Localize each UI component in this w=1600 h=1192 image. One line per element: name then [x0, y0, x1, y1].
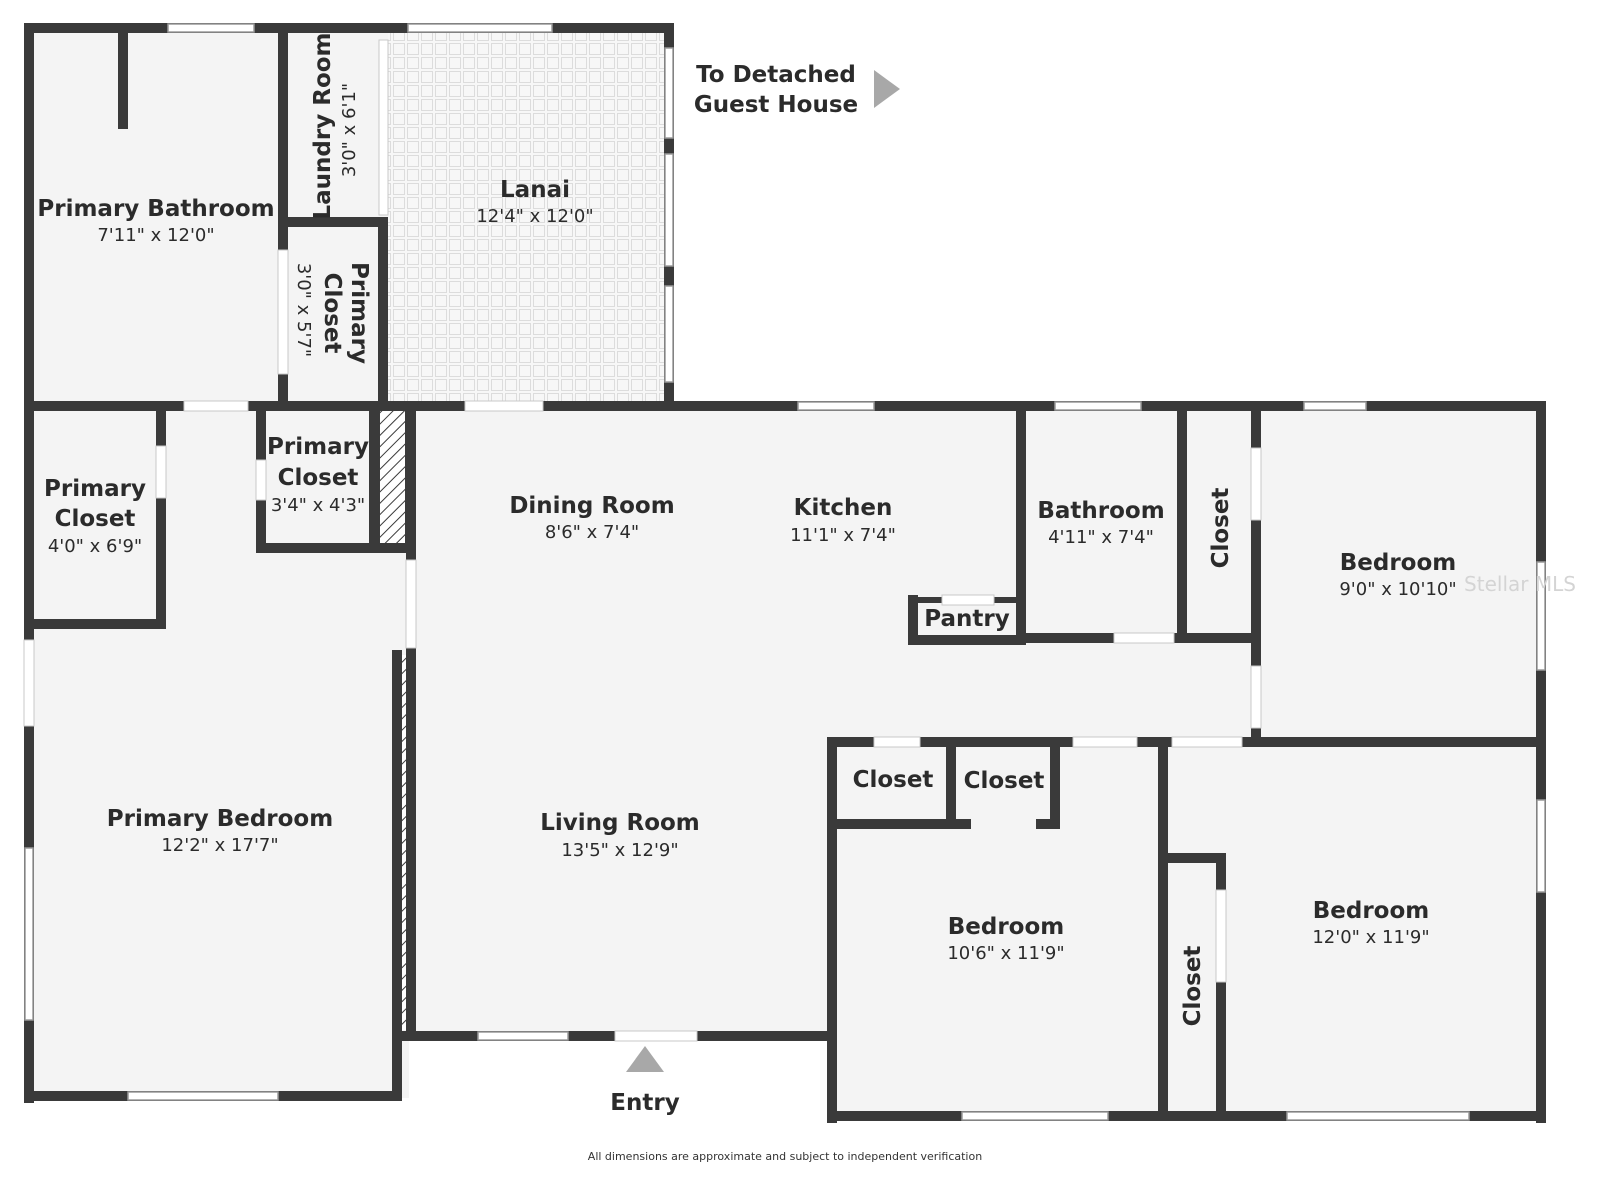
- room-name-kitchen: Kitchen: [794, 495, 893, 521]
- room-dims-primary-closet-left: 4'0" x 6'9": [48, 536, 142, 557]
- labels: Primary Bathroom 7'11" x 12'0" Laundry R…: [37, 32, 1576, 1163]
- guest-house-label-line2: Guest House: [694, 92, 858, 118]
- room-name-bedroom-sw: Bedroom: [948, 914, 1065, 940]
- room-name-bedroom-ne: Bedroom: [1340, 550, 1457, 576]
- arrow-up-icon: [626, 1046, 664, 1072]
- room-name-primary-closet-mid-2: Closet: [278, 465, 359, 491]
- lanai-tile-floor: [388, 32, 668, 404]
- room-name-primary-closet-left-2: Closet: [55, 506, 136, 532]
- room-name-primary-closet-left-1: Primary: [44, 476, 146, 502]
- entry-label: Entry: [610, 1090, 679, 1116]
- room-dims-kitchen: 11'1" x 7'4": [790, 525, 896, 546]
- floor-areas: [29, 30, 1541, 1118]
- windows: [24, 23, 1546, 1121]
- room-name-primary-closet-upper-1: Primary: [346, 262, 372, 364]
- room-name-dining-room: Dining Room: [509, 493, 674, 519]
- room-name-bathroom: Bathroom: [1037, 498, 1164, 524]
- room-name-primary-bedroom: Primary Bedroom: [107, 806, 333, 832]
- room-dims-primary-bedroom: 12'2" x 17'7": [161, 835, 278, 856]
- room-name-lanai: Lanai: [500, 177, 570, 203]
- room-dims-lanai: 12'4" x 12'0": [476, 206, 593, 227]
- room-name-closet-c: Closet: [1180, 946, 1206, 1027]
- room-name-closet-hall: Closet: [1208, 488, 1234, 569]
- room-dims-primary-closet-upper: 3'0" x 5'7": [293, 263, 314, 357]
- guest-house-label-line1: To Detached: [696, 62, 856, 88]
- room-dims-dining-room: 8'6" x 7'4": [545, 522, 639, 543]
- room-dims-bathroom: 4'11" x 7'4": [1048, 527, 1154, 548]
- room-dims-bedroom-se: 12'0" x 11'9": [1312, 927, 1429, 948]
- room-dims-bedroom-sw: 10'6" x 11'9": [947, 943, 1064, 964]
- room-dims-primary-closet-mid: 3'4" x 4'3": [271, 495, 365, 516]
- room-name-primary-closet-upper-2: Closet: [319, 273, 345, 354]
- room-name-pantry: Pantry: [924, 606, 1009, 632]
- room-name-primary-closet-mid-1: Primary: [267, 434, 369, 460]
- room-name-closet-b: Closet: [964, 768, 1045, 794]
- arrow-right-icon: [874, 70, 900, 108]
- watermark: Stellar MLS: [1464, 572, 1576, 596]
- room-name-closet-a: Closet: [853, 767, 934, 793]
- hatched-wall-section: [378, 409, 407, 547]
- room-name-living-room: Living Room: [540, 810, 700, 836]
- room-dims-primary-bathroom: 7'11" x 12'0": [97, 225, 214, 246]
- room-name-primary-bathroom: Primary Bathroom: [37, 196, 274, 222]
- room-name-laundry-room: Laundry Room: [310, 32, 336, 219]
- room-dims-bedroom-ne: 9'0" x 10'10": [1339, 579, 1456, 600]
- room-name-bedroom-se: Bedroom: [1313, 898, 1430, 924]
- door-openings: [23, 39, 1262, 1042]
- room-dims-living-room: 13'5" x 12'9": [561, 840, 678, 861]
- footer-disclaimer: All dimensions are approximate and subje…: [588, 1150, 982, 1163]
- room-dims-laundry-room: 3'0" x 6'1": [339, 83, 360, 177]
